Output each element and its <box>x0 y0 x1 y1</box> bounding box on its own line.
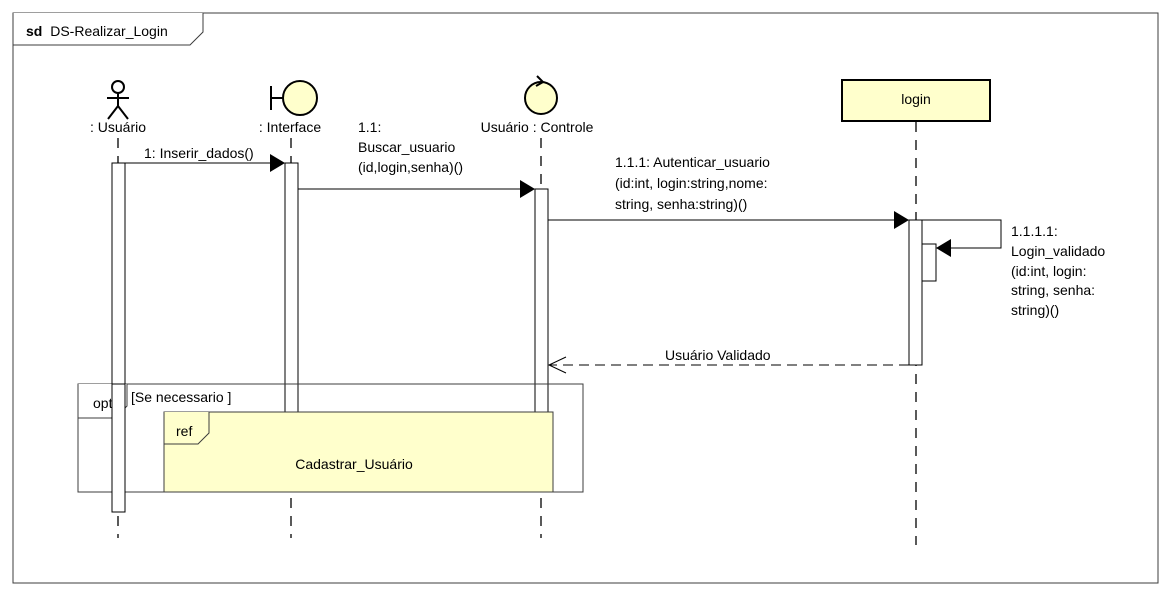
ref-target-label: Cadastrar_Usuário <box>295 456 413 472</box>
activation-controle <box>534 188 549 414</box>
message-1-1[interactable]: 1.1: Buscar_usuario (id,login,senha)() <box>298 119 535 198</box>
activation-login <box>908 219 923 366</box>
message-1-1-label: 1.1: Buscar_usuario (id,login,senha)() <box>358 119 463 175</box>
arrowhead-icon <box>520 180 535 198</box>
activation-over-opt <box>111 383 126 513</box>
activation-bars <box>111 162 937 513</box>
lifeline-login[interactable]: login <box>841 79 991 122</box>
ref-operator-tab <box>163 412 210 445</box>
frame-name: DS-Realizar_Login <box>50 23 168 39</box>
open-arrowhead-icon <box>547 356 567 374</box>
actor-icon <box>107 80 129 120</box>
arrowhead-icon <box>270 154 285 172</box>
lifeline-login-label: login <box>901 91 931 107</box>
reply-message-label: Usuário Validado <box>665 347 771 363</box>
login-object-box <box>841 79 991 122</box>
message-1-1-1-1[interactable]: 1.1.1.1: Login_validado (id:int, login: … <box>922 219 1109 318</box>
lifeline-usuario-label: : Usuário <box>90 119 146 135</box>
message-1-1-1-label: 1.1.1: Autenticar_usuario (id:int, login… <box>615 154 774 212</box>
activation-interface <box>284 162 299 414</box>
message-1[interactable]: 1: Inserir_dados() <box>125 145 285 172</box>
activation-login-self <box>921 243 937 282</box>
frame-title: sd DS-Realizar_Login <box>26 23 168 39</box>
control-icon <box>524 75 558 115</box>
boundary-icon <box>270 80 318 116</box>
opt-guard: [Se necessario ] <box>131 389 231 405</box>
ref-operator-label: ref <box>176 423 192 439</box>
lifeline-interface[interactable]: : Interface <box>259 80 321 135</box>
message-1-1-1-1-label: 1.1.1.1: Login_validado (id:int, login: … <box>1011 223 1109 318</box>
lifeline-controle-label: Usuário : Controle <box>481 119 594 135</box>
arrowhead-icon <box>894 211 909 229</box>
message-1-label: 1: Inserir_dados() <box>144 145 254 161</box>
ref-fragment[interactable]: ref Cadastrar_Usuário <box>163 411 554 493</box>
reply-message[interactable]: Usuário Validado <box>547 347 909 374</box>
sd-frame: sd DS-Realizar_Login <box>12 12 1159 584</box>
arrowhead-icon <box>936 239 951 257</box>
lifeline-usuario[interactable]: : Usuário <box>90 80 146 135</box>
frame-keyword: sd <box>26 23 42 39</box>
message-1-1-1[interactable]: 1.1.1: Autenticar_usuario (id:int, login… <box>548 154 909 229</box>
lifeline-controle[interactable]: Usuário : Controle <box>481 75 594 135</box>
lifeline-interface-label: : Interface <box>259 119 321 135</box>
opt-operator-label: opt <box>93 395 113 411</box>
activation-usuario-opt <box>111 383 126 513</box>
ref-fragment-box <box>163 411 554 493</box>
